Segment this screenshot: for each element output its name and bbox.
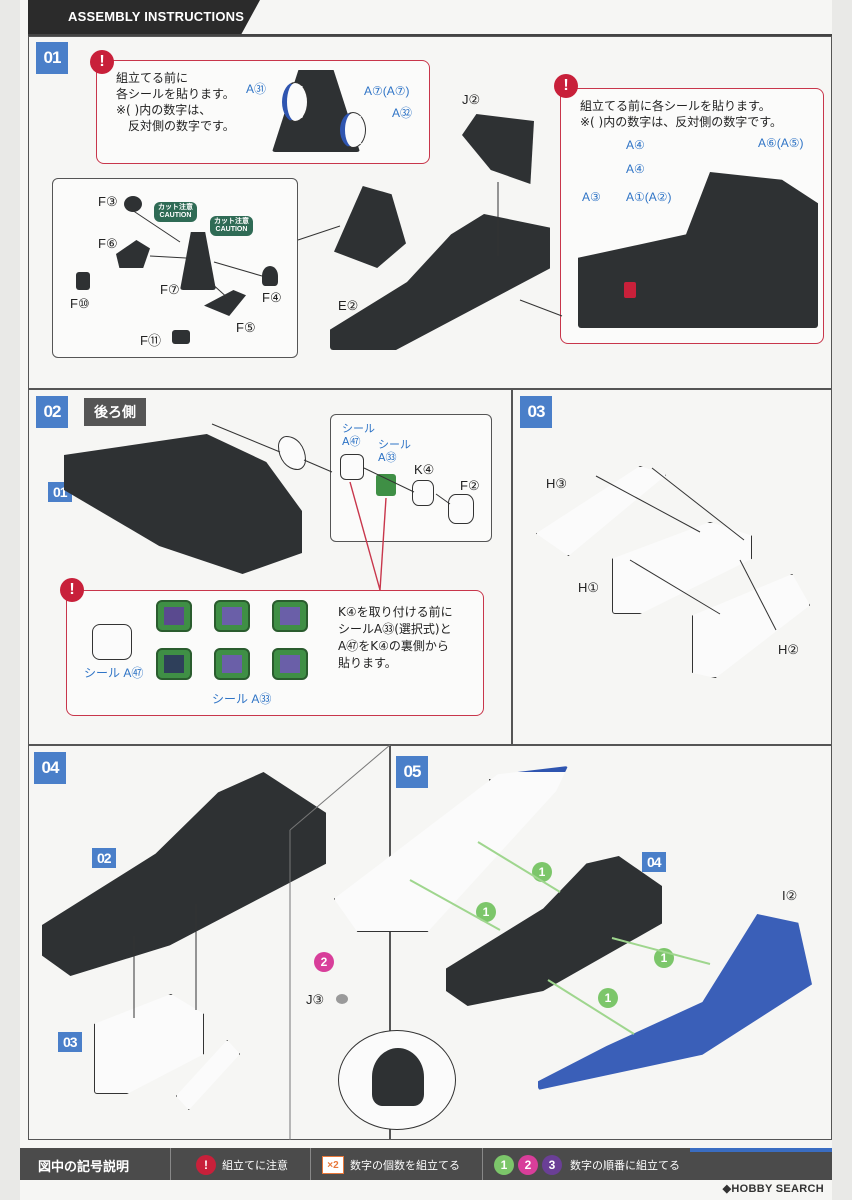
seal-a57-preview bbox=[92, 624, 132, 660]
sticker-label: A③ bbox=[582, 190, 601, 204]
part-label: F⑥ bbox=[98, 236, 118, 251]
part-f10 bbox=[76, 272, 90, 290]
step-05-badge: 05 bbox=[396, 756, 428, 788]
top-rule bbox=[28, 34, 832, 36]
sticker-label: A㉛ bbox=[246, 82, 267, 96]
step-02-heading: 後ろ側 bbox=[84, 398, 146, 426]
sticker-swatch bbox=[282, 82, 308, 122]
part-f11 bbox=[172, 330, 190, 344]
part-label: J② bbox=[462, 92, 481, 107]
order-marker-1: 1 bbox=[532, 862, 552, 882]
order-marker-1: 1 bbox=[598, 988, 618, 1008]
watermark: ◆HOBBY SEARCH bbox=[722, 1183, 824, 1195]
legend-count: ×2 数字の個数を組立てる bbox=[322, 1154, 460, 1176]
part-label: H① bbox=[578, 580, 600, 595]
seal-a33-option bbox=[214, 600, 250, 632]
step-01-left-callout bbox=[96, 60, 430, 164]
sticker-label: A①(A②) bbox=[626, 190, 672, 204]
part-label: F⑦ bbox=[160, 282, 180, 297]
seal-a33-option bbox=[156, 648, 192, 680]
part-f4 bbox=[262, 266, 278, 286]
part-label: F⑩ bbox=[70, 296, 90, 311]
part-j3 bbox=[336, 994, 348, 1004]
step-03-panel bbox=[512, 389, 832, 745]
legend-divider bbox=[170, 1148, 171, 1180]
order-icon-3: 3 bbox=[542, 1155, 562, 1175]
part-label: F③ bbox=[98, 194, 118, 209]
header-title: ASSEMBLY INSTRUCTIONS bbox=[68, 9, 245, 24]
seal-a33-option bbox=[156, 600, 192, 632]
part-label: H③ bbox=[546, 476, 568, 491]
step-04-panel bbox=[28, 745, 390, 1140]
step-01-left-note: 組立てる前に 各シールを貼ります。 ※( )内の数字は、 反対側の数字です。 bbox=[116, 71, 235, 133]
sticker-label: A㉜ bbox=[392, 106, 413, 120]
seal-a33-shape bbox=[376, 474, 396, 496]
step-01-right-note: 組立てる前に各シールを貼ります。 ※( )内の数字は、反対側の数字です。 bbox=[580, 99, 783, 129]
part-label: I② bbox=[782, 888, 798, 903]
step-02-panel bbox=[28, 389, 512, 745]
part-f3 bbox=[124, 196, 142, 212]
step-04-badge: 04 bbox=[34, 752, 66, 784]
step-01-panel bbox=[28, 36, 832, 389]
sticker-label: A⑥(A⑤) bbox=[758, 136, 804, 150]
step-04-sub-badge-02: 02 bbox=[92, 848, 116, 868]
seal-a57-shape bbox=[340, 454, 364, 480]
order-icon-1: 1 bbox=[494, 1155, 514, 1175]
caution-badge: カット注意 CAUTION bbox=[210, 216, 253, 236]
seal-a33-caption: シール A㉝ bbox=[212, 692, 272, 706]
symbol-legend: 図中の記号説明 ! 組立てに注意 ×2 数字の個数を組立てる 1 2 3 数字の… bbox=[20, 1148, 832, 1180]
step-02-callout bbox=[66, 590, 484, 716]
step-04-sub-badge-03: 03 bbox=[58, 1032, 82, 1052]
step-05-closeup-detail bbox=[372, 1048, 424, 1106]
header-tab bbox=[28, 0, 260, 34]
legend-divider bbox=[310, 1148, 311, 1180]
count-icon: ×2 bbox=[322, 1156, 344, 1174]
seal-a57-caption: シール A㊼ bbox=[84, 666, 144, 680]
step-05-sub-badge-04: 04 bbox=[642, 852, 666, 872]
warning-icon: ! bbox=[60, 578, 84, 602]
order-marker-2: 2 bbox=[314, 952, 334, 972]
part-label: F④ bbox=[262, 290, 282, 305]
legend-order-text: 数字の順番に組立てる bbox=[570, 1159, 680, 1172]
step-03-badge: 03 bbox=[520, 396, 552, 428]
seal-a33-option bbox=[272, 600, 308, 632]
part-label: F⑤ bbox=[236, 320, 256, 335]
sticker-swatch bbox=[340, 112, 366, 148]
part-f2 bbox=[448, 494, 474, 524]
legend-accent-stripe bbox=[690, 1148, 832, 1152]
step-01-badge: 01 bbox=[36, 42, 68, 74]
part-label: E② bbox=[338, 298, 359, 313]
part-label: F⑪ bbox=[140, 333, 161, 348]
order-marker-1: 1 bbox=[476, 902, 496, 922]
sticker-label: A⑦(A⑦) bbox=[364, 84, 410, 98]
seal-a33-option bbox=[214, 648, 250, 680]
part-k4 bbox=[412, 480, 434, 506]
warning-icon: ! bbox=[554, 74, 578, 98]
warning-icon: ! bbox=[90, 50, 114, 74]
warning-icon: ! bbox=[196, 1155, 216, 1175]
sticker-red-mark bbox=[624, 282, 636, 298]
caution-badge: カット注意 CAUTION bbox=[154, 202, 197, 222]
part-label: K④ bbox=[414, 462, 435, 477]
legend-order: 1 2 3 数字の順番に組立てる bbox=[494, 1154, 680, 1176]
order-icon-2: 2 bbox=[518, 1155, 538, 1175]
legend-count-text: 数字の個数を組立てる bbox=[350, 1159, 460, 1172]
legend-warn-text: 組立てに注意 bbox=[222, 1159, 288, 1172]
legend-warn: ! 組立てに注意 bbox=[196, 1154, 288, 1176]
legend-divider bbox=[482, 1148, 483, 1180]
order-marker-1: 1 bbox=[654, 948, 674, 968]
part-label: H② bbox=[778, 642, 800, 657]
step-05-panel bbox=[390, 745, 832, 1140]
sticker-label: A④ bbox=[626, 162, 645, 176]
seal-a33-option bbox=[272, 648, 308, 680]
step-02-note: K④を取り付ける前に シールA㉝(選択式)と A㊼をK④の裏側から 貼ります。 bbox=[338, 605, 453, 670]
step-02-badge: 02 bbox=[36, 396, 68, 428]
seal-a33-label: シール A㉝ bbox=[378, 438, 411, 464]
part-label: F② bbox=[460, 478, 480, 493]
legend-title: 図中の記号説明 bbox=[38, 1160, 130, 1175]
part-label: J③ bbox=[306, 992, 325, 1007]
sticker-label: A④ bbox=[626, 138, 645, 152]
seal-a57-label: シール A㊼ bbox=[342, 422, 375, 448]
